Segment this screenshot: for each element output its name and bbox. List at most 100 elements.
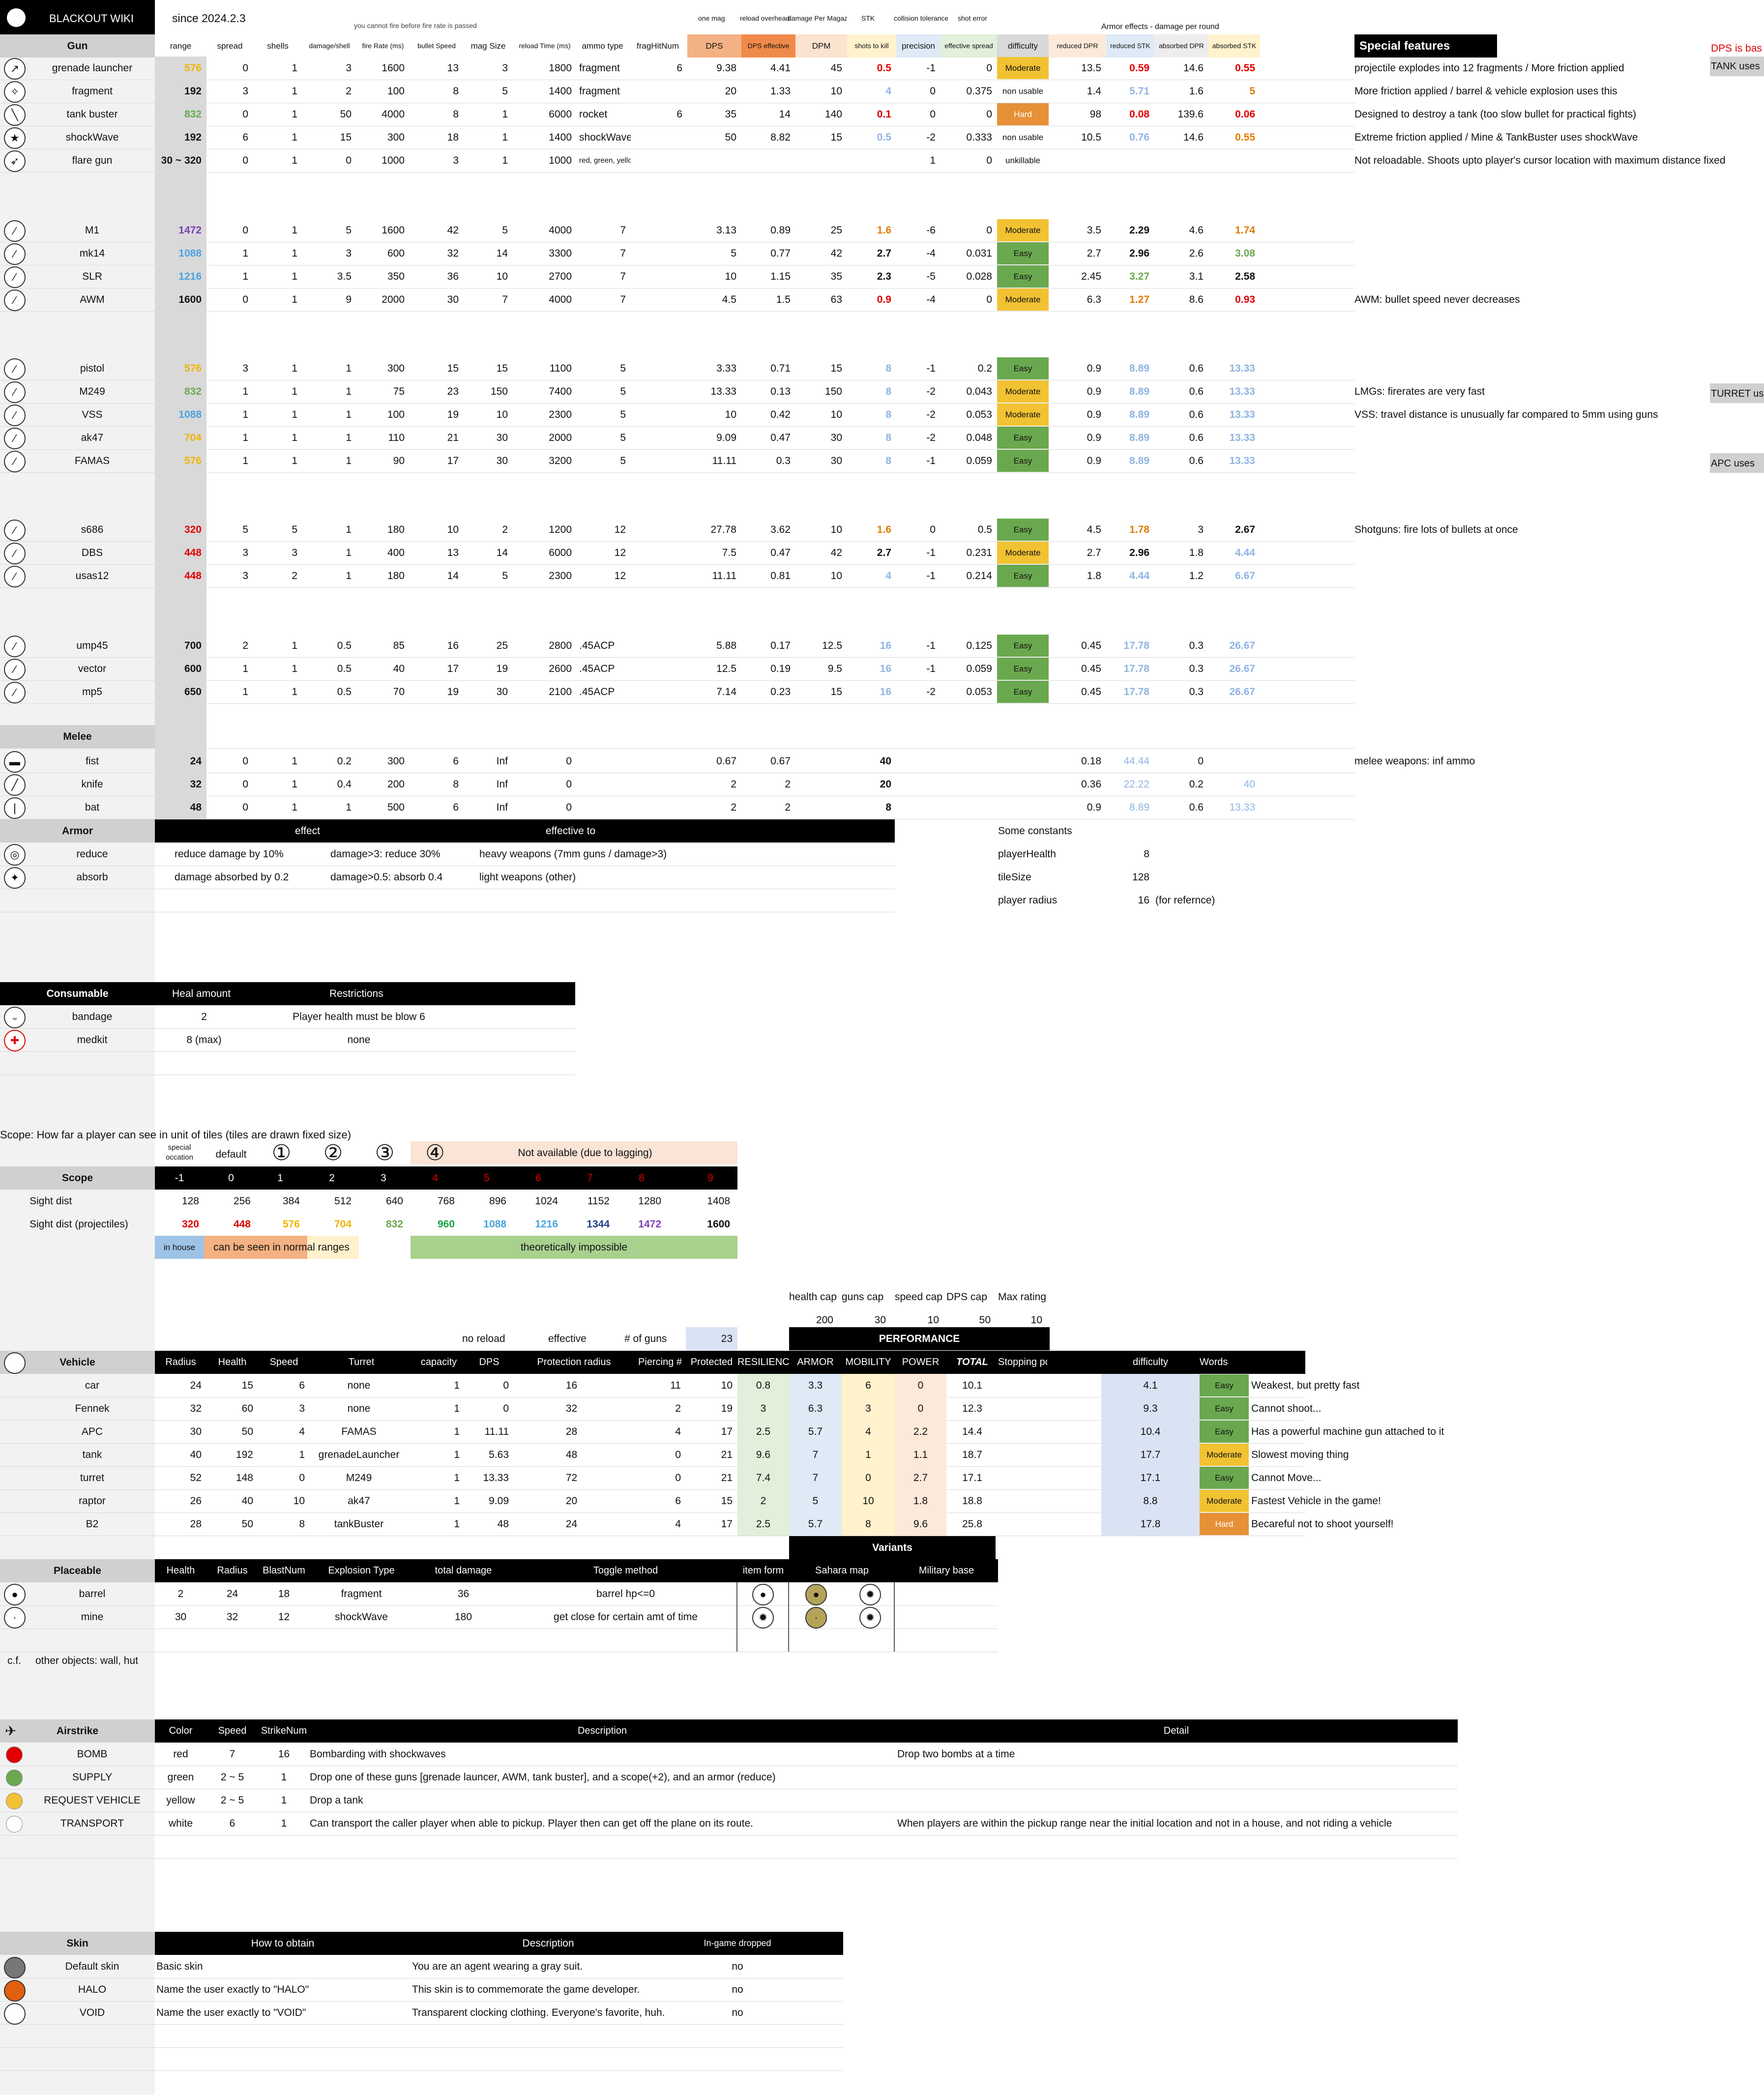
vehicle-stat: 0 bbox=[675, 1449, 681, 1460]
stat-mag: 14 bbox=[496, 547, 508, 558]
armor-col: effective to bbox=[546, 825, 596, 837]
stat-reload: 2000 bbox=[549, 432, 572, 443]
stat-spread: 0 bbox=[242, 294, 248, 305]
stat-prec: 0 bbox=[930, 524, 936, 535]
stat-spread: 0 bbox=[242, 779, 248, 790]
vehicle-stat: 11 bbox=[670, 1380, 681, 1391]
placeable-stat: 180 bbox=[454, 1611, 472, 1623]
stat-reload: 2700 bbox=[549, 271, 572, 282]
stat-fire: 2000 bbox=[382, 294, 405, 305]
stat-adpr bbox=[1154, 149, 1204, 172]
stat-prec: -2 bbox=[926, 409, 936, 420]
vehicle-name: turret bbox=[80, 1472, 104, 1484]
sight-value: 1280 bbox=[638, 1195, 661, 1207]
stat-ammo: red, green, yellow, white bbox=[579, 156, 631, 165]
stat-speed: 30 bbox=[447, 294, 459, 305]
perf-fill bbox=[895, 1513, 946, 1536]
vehicle-col: Piercing # bbox=[638, 1357, 682, 1368]
stat-astk: 0.55 bbox=[1235, 132, 1255, 143]
stat-frag bbox=[628, 403, 682, 426]
stat-speed: 17 bbox=[447, 663, 459, 674]
airstrike-detail bbox=[897, 1789, 1458, 1812]
vehicle-stat: 10 bbox=[721, 1380, 733, 1391]
stat-stk: 8 bbox=[885, 802, 891, 813]
skin-icon bbox=[4, 1980, 26, 2002]
stat-adpr: 0.3 bbox=[1189, 640, 1204, 651]
sight-value: 768 bbox=[437, 1195, 455, 1207]
vehicle-words: Cannot Move... bbox=[1251, 1472, 1322, 1484]
airstrike-desc: Can transport the caller player when abl… bbox=[310, 1818, 753, 1829]
stat-frag bbox=[628, 80, 682, 103]
stat-mag: 25 bbox=[496, 640, 508, 651]
airstrike-name: REQUEST VEHICLE bbox=[44, 1795, 141, 1806]
stat-dmg: 1 bbox=[346, 524, 352, 535]
stat-dmg: 3.5 bbox=[337, 271, 352, 282]
header-fill bbox=[941, 34, 997, 58]
stat-adpr: 3.1 bbox=[1189, 271, 1204, 282]
airstrike-color: red bbox=[173, 1748, 188, 1760]
table-row bbox=[0, 634, 1354, 658]
airstrike-col: StrikeNum bbox=[261, 1725, 307, 1736]
table-row bbox=[0, 1789, 1458, 1812]
vehicle-col: ARMOR bbox=[797, 1357, 834, 1368]
vehicle-col: DPS bbox=[479, 1357, 500, 1368]
vehicle-stat: tankBuster bbox=[334, 1518, 384, 1530]
consumable-col: Restrictions bbox=[329, 988, 383, 999]
airstrike-name: BOMB bbox=[77, 1748, 108, 1760]
stat-dpse: 8.82 bbox=[770, 132, 791, 143]
stat-mag: 2 bbox=[502, 524, 508, 535]
weapon-icon: ∕ bbox=[4, 659, 26, 680]
stat-rstk: 1.27 bbox=[1129, 294, 1149, 305]
skin-col: How to obtain bbox=[251, 1938, 315, 1949]
stopping-power: 17.7 bbox=[1140, 1449, 1161, 1460]
stat-fire: 500 bbox=[387, 802, 405, 813]
airstrike-num: 1 bbox=[281, 1818, 287, 1829]
feature-note bbox=[1354, 265, 1738, 288]
stat-range: 1088 bbox=[178, 248, 202, 259]
difficulty-badge: Easy bbox=[1215, 1404, 1234, 1413]
table-row bbox=[0, 1005, 575, 1029]
plane-icon: ✈ bbox=[5, 1723, 17, 1739]
legend-normal: can be seen in normal ranges bbox=[213, 1242, 350, 1253]
stat-dpse: 2 bbox=[785, 802, 791, 813]
stat-dpse: 0.23 bbox=[770, 686, 791, 698]
difficulty-fill bbox=[1200, 1490, 1249, 1512]
stat-speed: 23 bbox=[447, 386, 459, 397]
stat-reload: 0 bbox=[566, 756, 572, 767]
perf-fill bbox=[842, 1513, 895, 1536]
stat-stk: 0.5 bbox=[877, 62, 891, 74]
stat-frag bbox=[628, 449, 682, 472]
stat-dpse: 1.15 bbox=[770, 271, 791, 282]
stat-stk bbox=[847, 149, 891, 172]
stat-spread: 1 bbox=[242, 386, 248, 397]
sahara-icon: ● bbox=[805, 1584, 827, 1605]
stat-ammo: 7 bbox=[620, 225, 626, 236]
vehicle-stat: 2 bbox=[675, 1403, 681, 1414]
stat-rdpr: 0.9 bbox=[1087, 386, 1101, 397]
stat-espr: 0.231 bbox=[966, 547, 992, 558]
stat-mag: 1 bbox=[502, 109, 508, 120]
stat-fire: 100 bbox=[387, 409, 405, 420]
table-row bbox=[0, 103, 1354, 126]
table-row bbox=[0, 773, 1354, 796]
weapon-icon: ∕ bbox=[4, 543, 26, 564]
stat-frag bbox=[628, 149, 682, 172]
stat-range: 320 bbox=[184, 524, 202, 535]
column-header: DPS effective bbox=[747, 42, 790, 50]
stat-stk: 0.5 bbox=[877, 132, 891, 143]
stat-fire: 70 bbox=[393, 686, 405, 698]
stat-dpm: 30 bbox=[830, 432, 842, 443]
stat-ammo: 7 bbox=[620, 294, 626, 305]
weapon-icon: ∕ bbox=[4, 243, 26, 265]
perf-total: 10.1 bbox=[962, 1380, 982, 1391]
vehicle-stat: 192 bbox=[235, 1449, 253, 1460]
stopping-fill bbox=[1101, 1420, 1200, 1443]
stat-espr: 0.059 bbox=[966, 455, 992, 466]
stat-range: 832 bbox=[184, 386, 202, 397]
scope-level-icon: ③ bbox=[375, 1141, 395, 1164]
stat-spread: 0 bbox=[242, 62, 248, 74]
table-row bbox=[0, 80, 1354, 103]
stat-frag bbox=[628, 242, 682, 265]
stat-fire: 1600 bbox=[382, 62, 405, 74]
scope-level: 1 bbox=[277, 1172, 283, 1184]
